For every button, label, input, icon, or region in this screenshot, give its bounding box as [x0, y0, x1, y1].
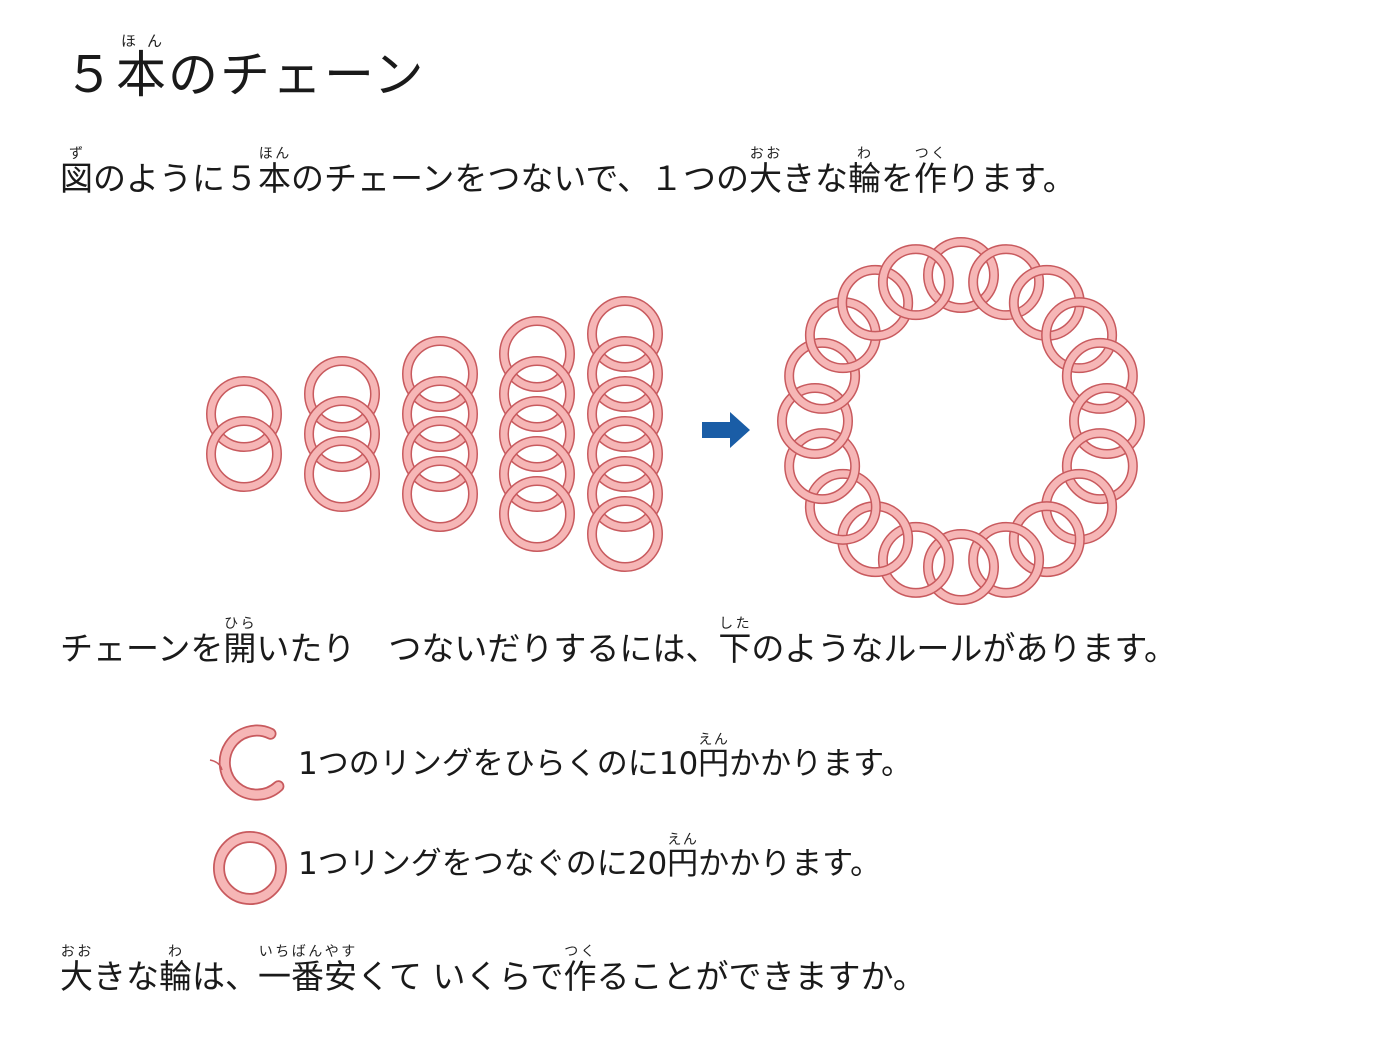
rules-intro-text: チェーンを開ひらいたり つないだりするには、下したのようなルールがあります。: [60, 616, 1178, 668]
closed-ring-icon: [213, 831, 287, 905]
chain-1-ring: [206, 376, 282, 452]
chain-4-ring: [499, 396, 575, 472]
chain-5-ring: [587, 416, 663, 492]
right-arrow-icon: [702, 412, 750, 448]
big-ring-link: [968, 521, 1045, 598]
chain-3-ring: [402, 376, 478, 452]
title-kanji: 本ほん: [116, 32, 168, 104]
chain-3-ring: [402, 416, 478, 492]
big-ring-link: [968, 244, 1045, 321]
big-ring-link: [804, 468, 881, 545]
open-ring-icon: [209, 724, 285, 801]
chain-5-ring: [587, 336, 663, 412]
chain-3-ring: [402, 456, 478, 532]
chain-5-ring: [587, 496, 663, 572]
chain-2-ring: [304, 396, 380, 472]
title-number: ５: [64, 46, 116, 104]
chain-2-ring: [304, 356, 380, 432]
rule-connect-text: 1つリングをつなぐのに20円えんかかります。: [298, 832, 882, 882]
big-ring-link: [877, 521, 954, 598]
big-ring-link: [1061, 428, 1138, 505]
big-ring-link: [923, 237, 999, 313]
page-title: ５本ほんのチェーン: [64, 32, 426, 107]
rule-open-text: 1つのリングをひらくのに10円えんかかります。: [298, 732, 913, 782]
big-ring-link: [1069, 383, 1145, 459]
chain-4-ring: [499, 316, 575, 392]
chain-5-ring: [587, 456, 663, 532]
big-ring-link: [1008, 501, 1085, 578]
question-text: 大おおきな輪わは、一番安いちばんやすくて いくらで作つくることができますか。: [60, 944, 926, 996]
chain-figure: [206, 237, 1145, 605]
big-ring-link: [784, 428, 861, 505]
chain-5-ring: [587, 376, 663, 452]
chain-3-ring: [402, 336, 478, 412]
title-rest: のチェーン: [168, 46, 426, 104]
intro-text: 図ずのように５本ほんのチェーンをつないで、１つの大おおきな輪わを作つくります。: [60, 146, 1076, 198]
chain-2-ring: [304, 436, 380, 512]
big-ring-link: [777, 383, 853, 459]
big-ring-link: [837, 264, 914, 341]
big-ring-link: [877, 244, 954, 321]
chain-1-ring: [206, 416, 282, 492]
big-ring-link: [1061, 337, 1138, 414]
big-ring-link: [1041, 297, 1118, 374]
big-ring-link: [784, 337, 861, 414]
chain-5-ring: [587, 296, 663, 372]
big-ring-link: [923, 529, 999, 605]
chain-4-ring: [499, 476, 575, 552]
chain-4-ring: [499, 436, 575, 512]
chain-4-ring: [499, 356, 575, 432]
